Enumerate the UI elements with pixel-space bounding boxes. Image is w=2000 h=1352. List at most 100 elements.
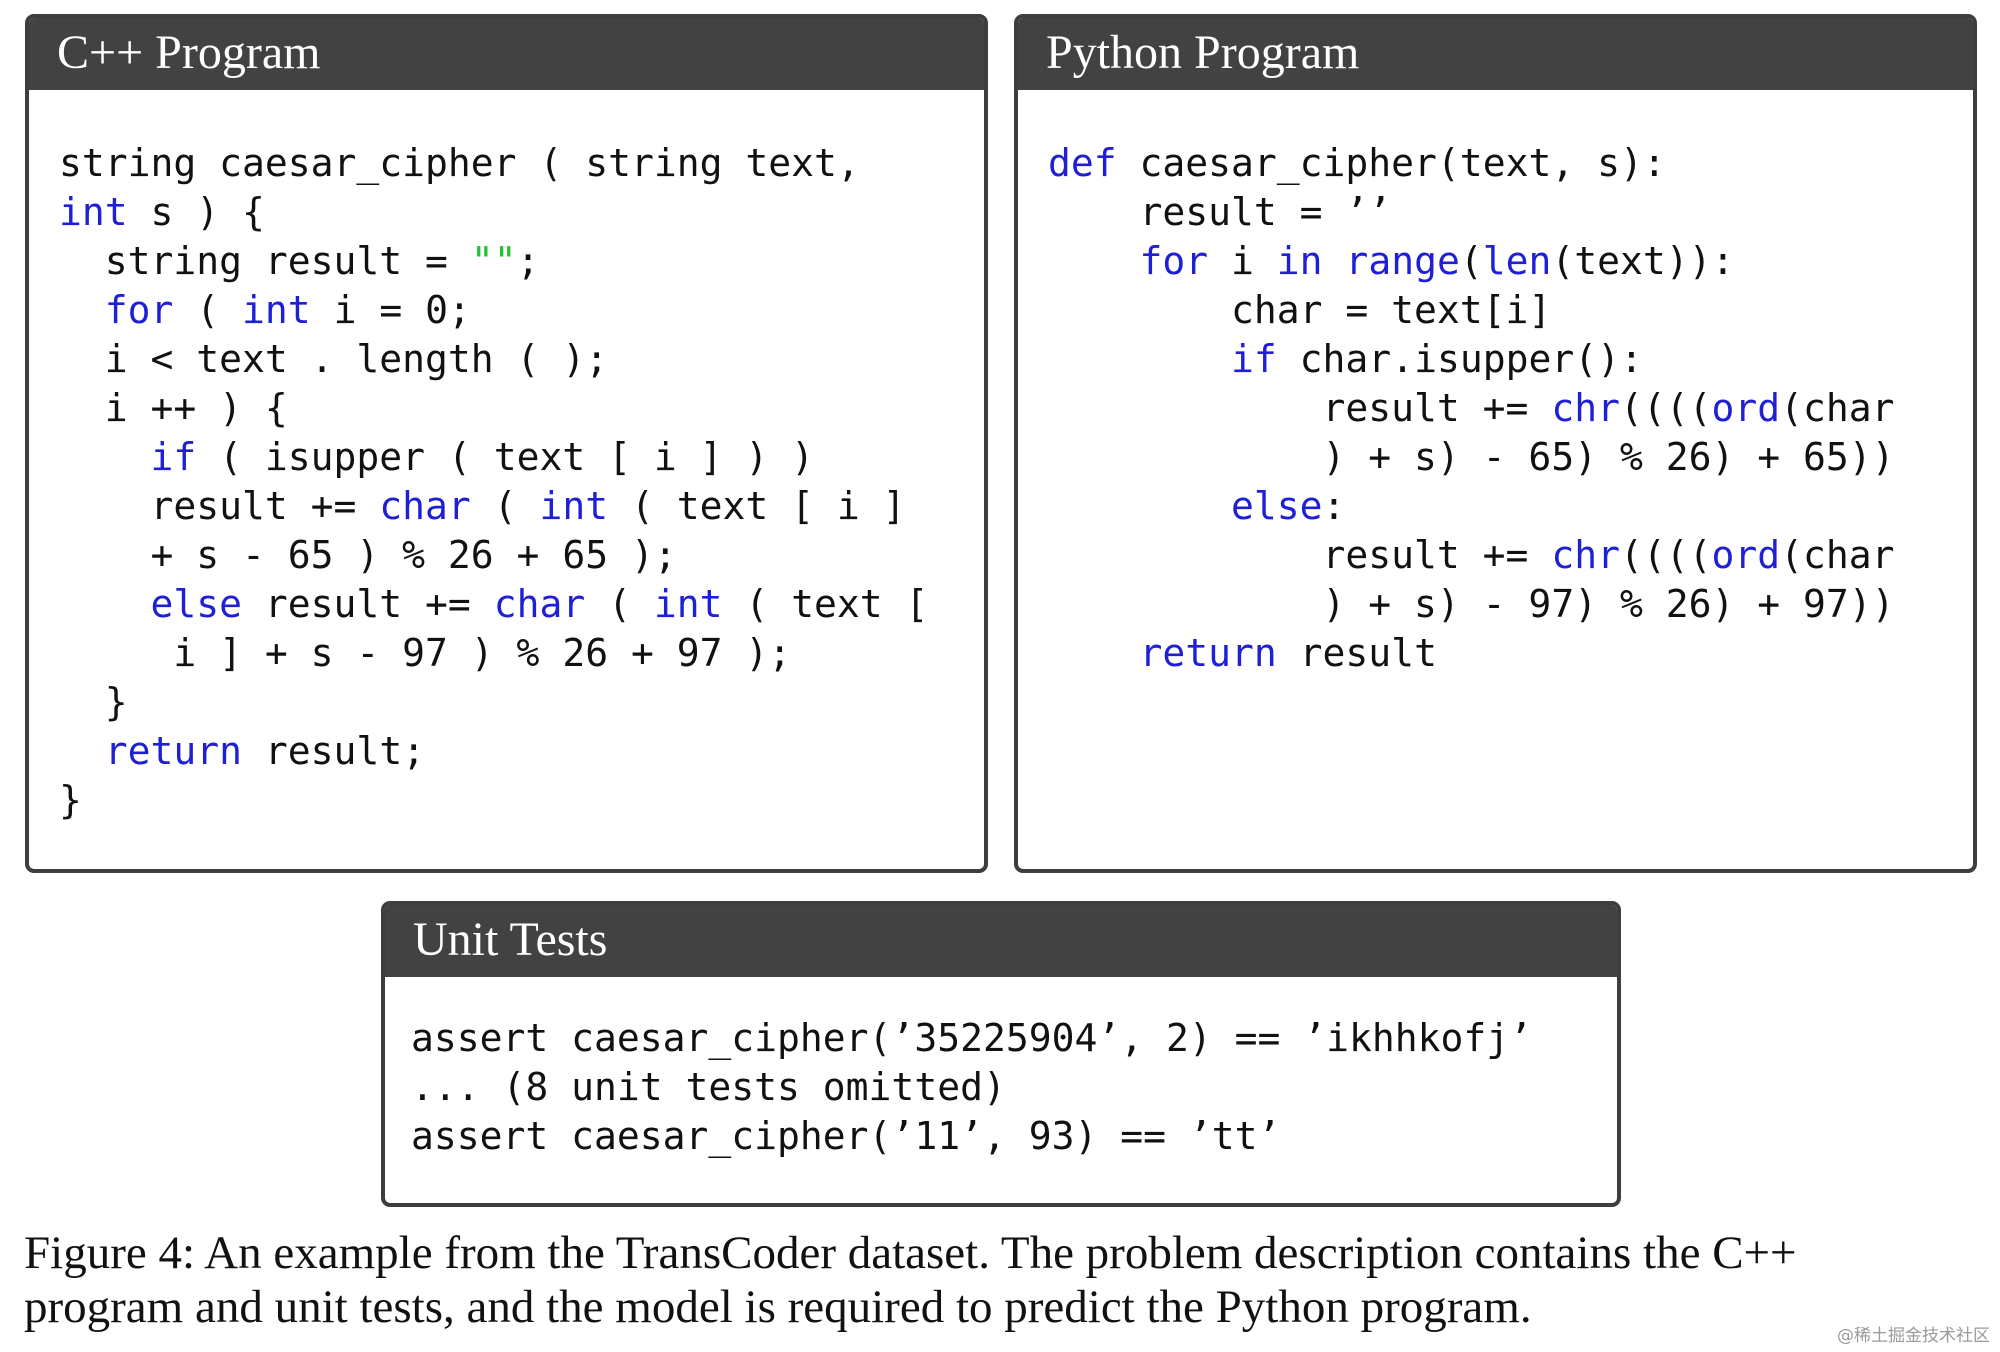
code-keyword: chr — [1551, 533, 1620, 577]
code-text: ) + s) - 97) % 26) + 97)) — [1048, 582, 1895, 626]
code-text: assert caesar_cipher(’11’, 93) == ’tt’ — [411, 1114, 1281, 1158]
code-text: ; — [516, 239, 540, 283]
code-line: string result = ""; — [59, 237, 928, 286]
code-line: assert caesar_cipher(’35225904’, 2) == ’… — [411, 1014, 1532, 1063]
python-code-block: def caesar_cipher(text, s): result = ’’ … — [1048, 139, 1895, 678]
code-text: ) + s) - 65) % 26) + 65)) — [1048, 435, 1895, 479]
code-string: "" — [470, 239, 517, 283]
code-line: else: — [1048, 482, 1895, 531]
code-text: ( — [470, 484, 540, 528]
caption-line-2: program and unit tests, and the model is… — [24, 1281, 1532, 1333]
code-text: i ++ ) { — [59, 386, 288, 430]
code-text: result += — [1048, 386, 1552, 430]
code-keyword: def — [1048, 141, 1117, 185]
code-text: } — [59, 778, 82, 822]
caption-line-1: Figure 4: An example from the TransCoder… — [24, 1227, 1797, 1279]
code-keyword: int — [539, 484, 609, 528]
code-line: } — [59, 776, 928, 825]
code-text: string result = — [59, 239, 471, 283]
code-line: } — [59, 678, 928, 727]
unit-tests-code-block: assert caesar_cipher(’35225904’, 2) == ’… — [411, 1014, 1532, 1161]
code-text: ( isupper ( text [ i ] ) ) — [196, 435, 814, 479]
code-text: ( — [173, 288, 243, 332]
code-keyword: ord — [1711, 386, 1781, 430]
code-line: string caesar_cipher ( string text, — [59, 139, 928, 188]
python-program-title: Python Program — [1018, 18, 1973, 90]
code-keyword: int — [242, 288, 311, 332]
code-text: i ] + s - 97 ) % 26 + 97 ); — [59, 631, 792, 675]
code-text — [59, 582, 151, 626]
code-text: ( text [ i ] — [608, 484, 906, 528]
code-text: result += — [59, 484, 380, 528]
code-text: ( — [1459, 239, 1483, 283]
cpp-program-panel: C++ Program string caesar_cipher ( strin… — [25, 14, 988, 873]
code-text: result += — [1048, 533, 1552, 577]
code-line: i < text . length ( ); — [59, 335, 928, 384]
code-keyword: in — [1276, 239, 1323, 283]
code-text — [1048, 239, 1140, 283]
code-keyword: len — [1482, 239, 1552, 283]
code-text: (char — [1780, 533, 1895, 577]
code-text: i — [1208, 239, 1277, 283]
code-keyword: int — [59, 190, 128, 234]
code-line: int s ) { — [59, 188, 928, 237]
code-line: else result += char ( int ( text [ — [59, 580, 929, 629]
code-line: ) + s) - 97) % 26) + 97)) — [1048, 580, 1895, 629]
code-keyword: else — [150, 582, 243, 626]
code-text — [1323, 239, 1346, 283]
code-text: ( text [ — [722, 582, 929, 626]
code-text: i = 0; — [310, 288, 471, 332]
code-line: for i in range(len(text)): — [1048, 237, 1895, 286]
code-keyword: chr — [1551, 386, 1620, 430]
code-keyword: ord — [1711, 533, 1781, 577]
code-keyword: int — [653, 582, 723, 626]
code-text: assert caesar_cipher(’35225904’, 2) == ’… — [411, 1016, 1533, 1060]
code-keyword: for — [104, 288, 174, 332]
code-text — [59, 288, 105, 332]
code-line: ) + s) - 65) % 26) + 65)) — [1048, 433, 1895, 482]
code-line: result += chr((((ord(char — [1048, 531, 1895, 580]
code-text — [1048, 631, 1140, 675]
code-keyword: return — [1139, 631, 1277, 675]
code-text: + s - 65 ) % 26 + 65 ); — [59, 533, 677, 577]
code-text: (text)): — [1551, 239, 1735, 283]
code-line: result += char ( int ( text [ i ] — [59, 482, 928, 531]
code-text — [59, 435, 151, 479]
code-text: caesar_cipher(text, s): — [1116, 141, 1666, 185]
code-text: result = ’’ — [1048, 190, 1392, 234]
figure-caption: Figure 4: An example from the TransCoder… — [24, 1226, 1984, 1334]
code-text: result — [1276, 631, 1437, 675]
code-text: char.isupper(): — [1276, 337, 1643, 381]
code-text — [1048, 484, 1231, 528]
code-text: : — [1322, 484, 1346, 528]
code-line: result += chr((((ord(char — [1048, 384, 1895, 433]
code-line: i ++ ) { — [59, 384, 928, 433]
code-line: + s - 65 ) % 26 + 65 ); — [59, 531, 928, 580]
code-text: (char — [1780, 386, 1895, 430]
code-line: for ( int i = 0; — [59, 286, 928, 335]
code-text: (((( — [1619, 386, 1712, 430]
code-keyword: if — [150, 435, 197, 479]
code-text: } — [59, 680, 128, 724]
code-line: def caesar_cipher(text, s): — [1048, 139, 1895, 188]
code-line: if ( isupper ( text [ i ] ) ) — [59, 433, 928, 482]
code-line: assert caesar_cipher(’11’, 93) == ’tt’ — [411, 1112, 1532, 1161]
code-keyword: if — [1231, 337, 1277, 381]
code-text: string caesar_cipher ( string text, — [59, 141, 860, 185]
code-line: result = ’’ — [1048, 188, 1895, 237]
code-line: i ] + s - 97 ) % 26 + 97 ); — [59, 629, 928, 678]
code-keyword: char — [379, 484, 471, 528]
code-text: ( — [585, 582, 654, 626]
code-keyword: else — [1231, 484, 1323, 528]
code-keyword: return — [104, 729, 243, 773]
code-line: char = text[i] — [1048, 286, 1895, 335]
code-text — [59, 729, 105, 773]
python-program-panel: Python Program def caesar_cipher(text, s… — [1014, 14, 1977, 873]
cpp-program-title: C++ Program — [29, 18, 984, 90]
code-line: ... (8 unit tests omitted) — [411, 1063, 1532, 1112]
code-keyword: for — [1139, 239, 1209, 283]
code-text: i < text . length ( ); — [59, 337, 609, 381]
unit-tests-title: Unit Tests — [385, 905, 1617, 977]
code-text: (((( — [1619, 533, 1712, 577]
watermark-text: @稀土掘金技术社区 — [1837, 1326, 1990, 1346]
